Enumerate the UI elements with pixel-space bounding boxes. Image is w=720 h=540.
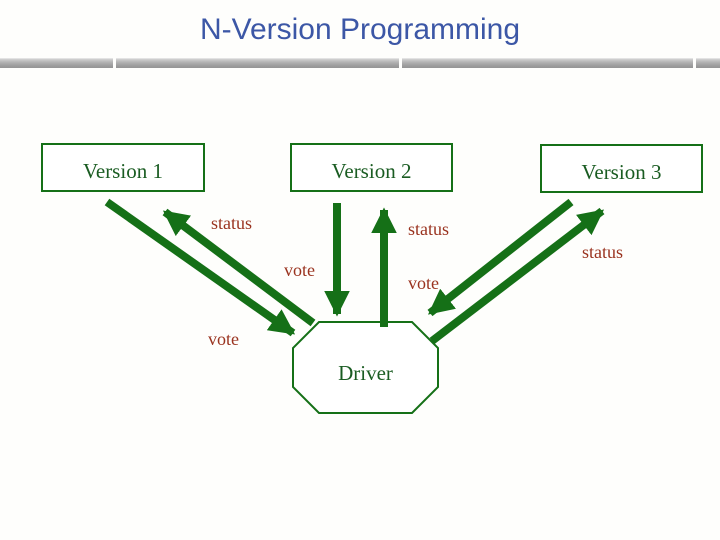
flow-label-vote-version3: vote xyxy=(408,273,439,293)
version1-box[interactable]: Version 1 xyxy=(41,143,205,192)
version2-box[interactable]: Version 2 xyxy=(290,143,453,192)
flow-label-vote-version1: vote xyxy=(208,329,239,349)
flow-label-status-version3: status xyxy=(582,242,624,262)
flow-label-status-version2: status xyxy=(408,219,450,239)
version1-label: Version 1 xyxy=(83,158,163,183)
flow-label-vote-version2-down: vote xyxy=(284,260,315,280)
slide-title: N-Version Programming xyxy=(199,13,521,46)
version2-label: Version 2 xyxy=(331,158,412,183)
divider-segment xyxy=(696,58,720,68)
status-arrow-version-3[interactable] xyxy=(429,207,605,345)
vote-arrow-version-3[interactable] xyxy=(427,198,574,317)
driver-shape[interactable] xyxy=(292,321,439,414)
vote-arrow-version-1[interactable] xyxy=(104,198,296,337)
flow-label-status-version1: status xyxy=(211,213,253,233)
version3-label: Version 3 xyxy=(581,159,662,184)
version3-box[interactable]: Version 3 xyxy=(540,144,703,193)
divider-segment xyxy=(402,58,693,68)
driver-label: Driver xyxy=(338,361,393,385)
status-arrow-version-1[interactable] xyxy=(162,208,316,327)
divider-segment xyxy=(116,58,399,68)
divider-bar xyxy=(0,58,720,68)
divider-segment xyxy=(0,58,113,68)
